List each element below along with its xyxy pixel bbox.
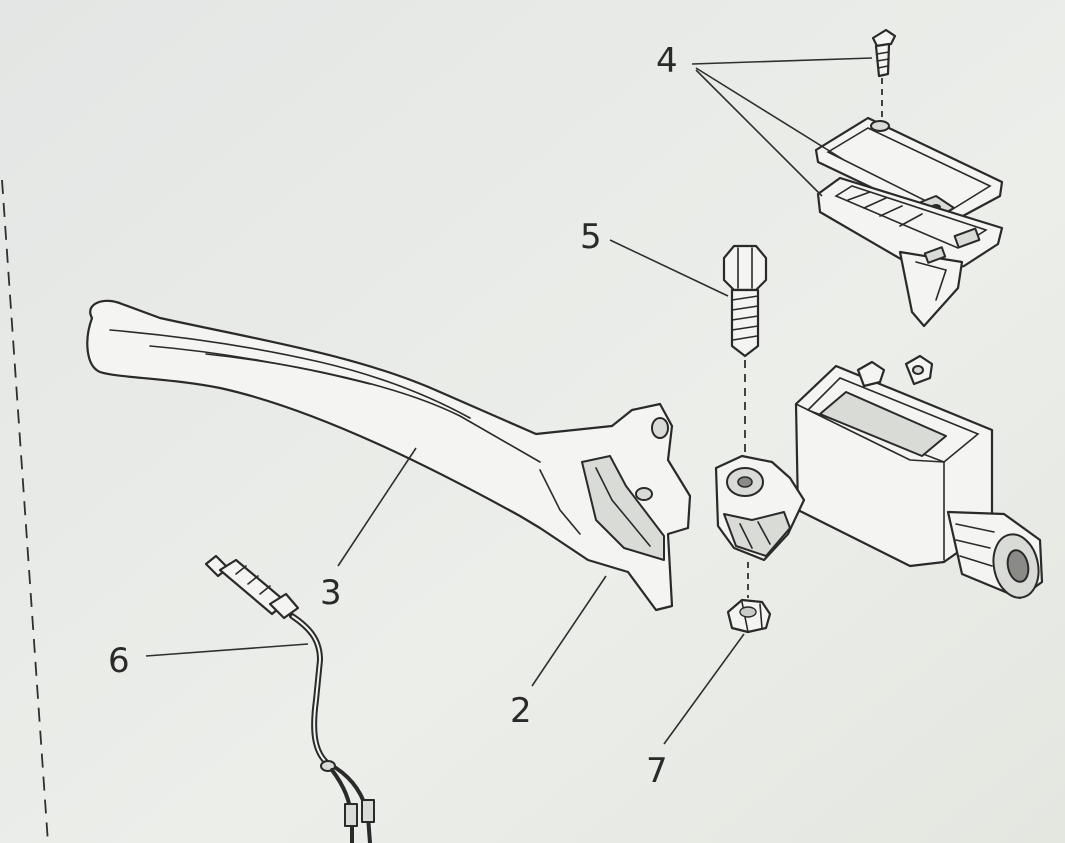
leader-line-4b <box>695 67 845 161</box>
page-border-dashed-line <box>1 179 49 843</box>
callout-5: 5 <box>580 217 729 297</box>
reservoir-cover-assembly <box>814 28 1004 328</box>
pivot-nut <box>726 598 772 634</box>
leader-line-3 <box>337 447 417 567</box>
leader-line-5 <box>609 239 729 297</box>
callout-6: 6 <box>108 641 309 681</box>
leader-line-6 <box>145 643 309 657</box>
callout-label-5: 5 <box>580 217 602 257</box>
callout-label-3: 3 <box>320 573 342 613</box>
callout-label-2: 2 <box>510 691 532 731</box>
pivot-bolt <box>722 244 768 456</box>
leader-line-4a <box>691 57 873 65</box>
brake-lever <box>86 299 692 612</box>
callout-3: 3 <box>320 447 417 613</box>
master-cylinder-body <box>714 354 1044 600</box>
callout-2: 2 <box>510 575 607 731</box>
brake-light-switch <box>204 554 375 843</box>
callout-label-6: 6 <box>108 641 130 681</box>
callout-4: 4 <box>656 41 873 197</box>
callout-7: 7 <box>646 633 745 791</box>
cover-screw <box>871 28 897 118</box>
leader-line-2 <box>531 575 607 687</box>
leader-line-4c <box>695 69 823 197</box>
leader-line-7 <box>663 633 745 745</box>
callout-label-7: 7 <box>646 751 668 791</box>
reservoir-diaphragm <box>816 176 1004 328</box>
callout-label-4: 4 <box>656 41 678 81</box>
